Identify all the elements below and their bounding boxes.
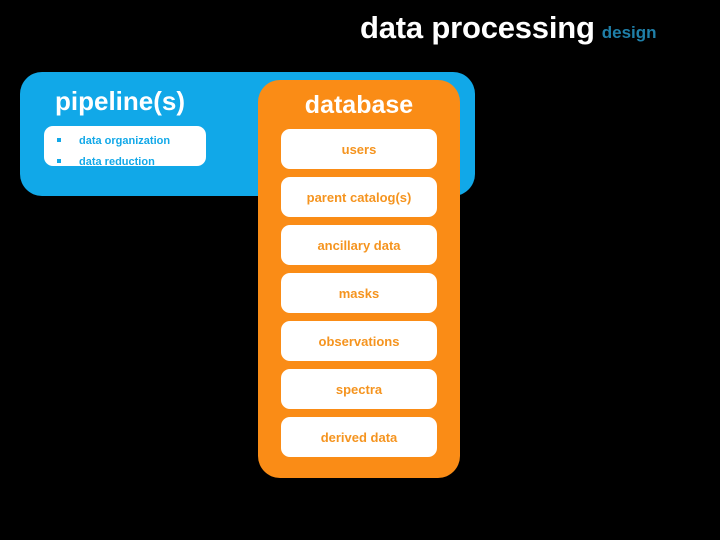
bullet-square-icon — [57, 137, 61, 142]
list-item-label: users — [341, 141, 377, 157]
list-item: spectra — [281, 369, 437, 409]
list-item: data reduction — [57, 153, 206, 168]
list-item-label: parent catalog(s) — [306, 189, 412, 205]
pipeline-bullet-box: data organization data reduction — [44, 126, 206, 168]
database-item-list: users parent catalog(s) ancillary data m… — [281, 129, 437, 465]
list-item-label: ancillary data — [317, 237, 401, 253]
page-title: data processing design — [360, 8, 720, 52]
list-item: ancillary data — [281, 225, 437, 265]
list-item-label: spectra — [335, 381, 383, 397]
list-item: data organization — [57, 126, 206, 153]
list-item: masks — [281, 273, 437, 313]
list-item-label: observations — [318, 333, 400, 349]
list-item-label: derived data — [320, 429, 398, 445]
list-item-label: data reduction — [79, 155, 155, 168]
database-panel-title: database — [304, 91, 414, 119]
list-item: users — [281, 129, 437, 169]
list-item-label: data organization — [79, 134, 171, 147]
list-item: parent catalog(s) — [281, 177, 437, 217]
title-main-text: data processing — [360, 10, 595, 45]
title-sub-text: design — [601, 23, 657, 42]
bullet-square-icon — [57, 158, 61, 163]
list-item: observations — [281, 321, 437, 361]
database-panel: database users parent catalog(s) ancilla… — [258, 80, 460, 478]
list-item-label: masks — [338, 285, 380, 301]
list-item: derived data — [281, 417, 437, 457]
pipeline-panel-title: pipeline(s) — [55, 86, 186, 116]
